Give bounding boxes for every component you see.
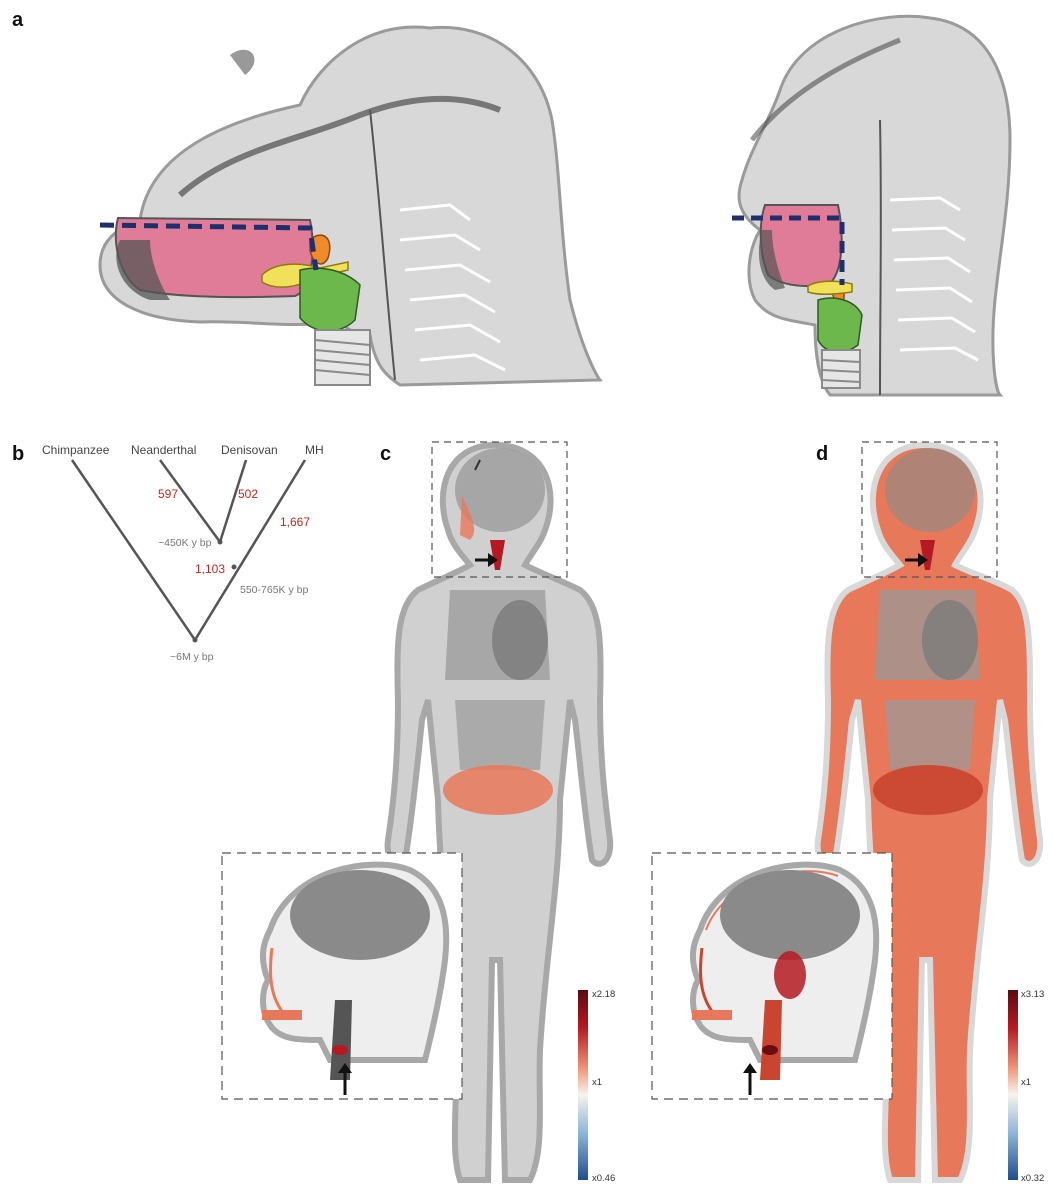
color-scale-d: x3.13 x1 x0.32 [1008, 989, 1044, 1184]
count-neanderthal: 597 [158, 487, 178, 501]
inset-mouth-d [692, 1010, 732, 1020]
color-scale-c: x2.18 x1 x0.46 [578, 989, 615, 1184]
scale-bar-d [1008, 990, 1018, 1180]
panel-label-d: d [816, 443, 828, 465]
heart-d [922, 600, 978, 680]
taxon-neanderthal: Neanderthal [131, 443, 196, 457]
human-larynx [818, 298, 862, 352]
chimpanzee-head-diagram [100, 27, 600, 385]
tree-branches [72, 460, 305, 640]
scale-c-max: x2.18 [592, 989, 615, 1000]
count-archaic: 1,103 [195, 562, 225, 576]
date-mh-split: 550-765K y bp [240, 584, 308, 596]
date-archaic-split: ~450K y bp [158, 537, 212, 549]
scale-c-mid: x1 [592, 1077, 602, 1088]
chimp-trachea [315, 330, 370, 385]
panel-label-c: c [380, 443, 391, 465]
phylogenetic-tree: Chimpanzee Neanderthal Denisovan MH 597 … [42, 443, 324, 663]
chimp-brow [230, 50, 254, 75]
pelvis-d [873, 765, 983, 815]
date-root: ~6M y bp [170, 651, 214, 663]
count-denisovan: 502 [238, 487, 258, 501]
scale-c-min: x0.46 [592, 1173, 615, 1184]
intestines-d [885, 700, 975, 770]
human-spine-line [880, 120, 881, 395]
scale-bar-c [578, 990, 588, 1180]
inset-larynx-d [762, 1045, 778, 1055]
inset-brain-d [720, 870, 860, 960]
pelvis-c [443, 765, 553, 815]
taxon-mh: MH [305, 443, 324, 457]
inset-ear-d [774, 951, 806, 999]
head-inset-d [652, 853, 892, 1099]
scale-d-mid: x1 [1021, 1077, 1031, 1088]
human-trachea [822, 350, 860, 388]
chimp-larynx [300, 268, 360, 331]
inset-larynx-c [332, 1045, 348, 1055]
head-inset-c [222, 853, 462, 1099]
panel-label-a: a [12, 9, 24, 31]
human-head-diagram [732, 16, 1010, 395]
scale-d-min: x0.32 [1021, 1173, 1044, 1184]
count-mh: 1,667 [280, 515, 310, 529]
node-root [193, 638, 198, 643]
panel-label-b: b [12, 443, 24, 465]
node-mh-split [232, 565, 237, 570]
taxon-chimpanzee: Chimpanzee [42, 443, 110, 457]
heart-c [492, 600, 548, 680]
brain-d [885, 448, 975, 532]
human-hyoid [808, 281, 852, 294]
scale-d-max: x3.13 [1021, 989, 1044, 1000]
inset-mouth-c [262, 1010, 302, 1020]
node-archaic [218, 540, 223, 545]
taxon-denisovan: Denisovan [221, 443, 278, 457]
intestines-c [455, 700, 545, 770]
inset-brain-c [290, 870, 430, 960]
